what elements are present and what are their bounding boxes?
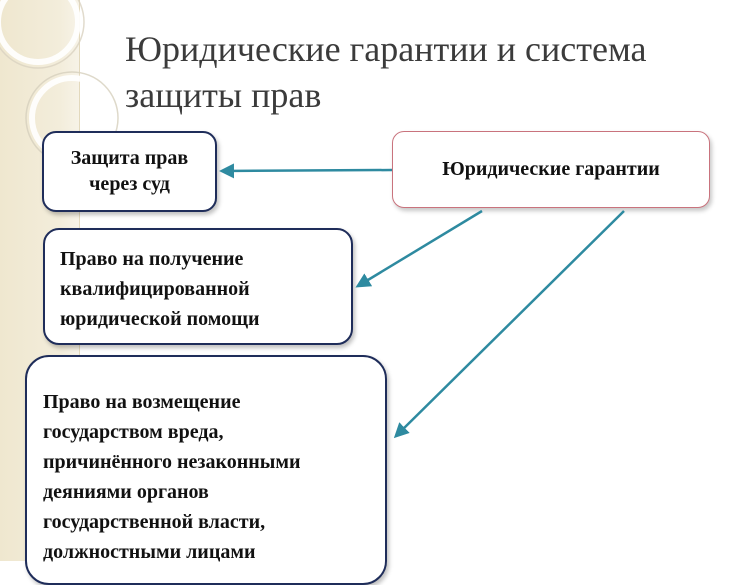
node-compensation-line-6: должностными лицами <box>43 541 256 563</box>
node-legal-assistance: Право на получение квалифицированной юри… <box>43 228 353 345</box>
node-compensation-line-3: причинённого незаконными <box>43 451 301 473</box>
connector-arrows <box>219 163 625 439</box>
arrow-to-legal-assistance <box>355 209 483 288</box>
node-legal-guarantees-label: Юридические гарантии <box>442 158 660 180</box>
node-court-protection-line-1: Защита прав <box>70 147 189 169</box>
node-legal-assistance-line-3: юридической помощи <box>60 308 260 330</box>
node-compensation-line-1: Право на возмещение <box>43 391 241 413</box>
arrow-to-court-protection <box>219 163 393 179</box>
slide-title-line-2: защиты прав <box>125 75 322 115</box>
arrow-to-compensation <box>393 210 625 439</box>
node-legal-assistance-line-2: квалифицированной <box>60 278 250 300</box>
node-compensation-line-4: деяниями органов <box>43 481 209 503</box>
node-compensation-line-2: государством вреда, <box>43 421 224 443</box>
node-legal-assistance-line-1: Право на получение <box>60 248 244 270</box>
node-compensation: Право на возмещение государством вреда, … <box>25 355 387 585</box>
slide-title: Юридические гарантии и система защиты пр… <box>125 26 735 118</box>
node-compensation-line-5: государственной власти, <box>43 511 266 533</box>
slide-title-line-1: Юридические гарантии и система <box>125 29 647 69</box>
node-legal-guarantees: Юридические гарантии <box>392 131 710 208</box>
node-court-protection: Защита прав через суд <box>42 131 217 212</box>
node-court-protection-line-2: через суд <box>89 173 170 195</box>
